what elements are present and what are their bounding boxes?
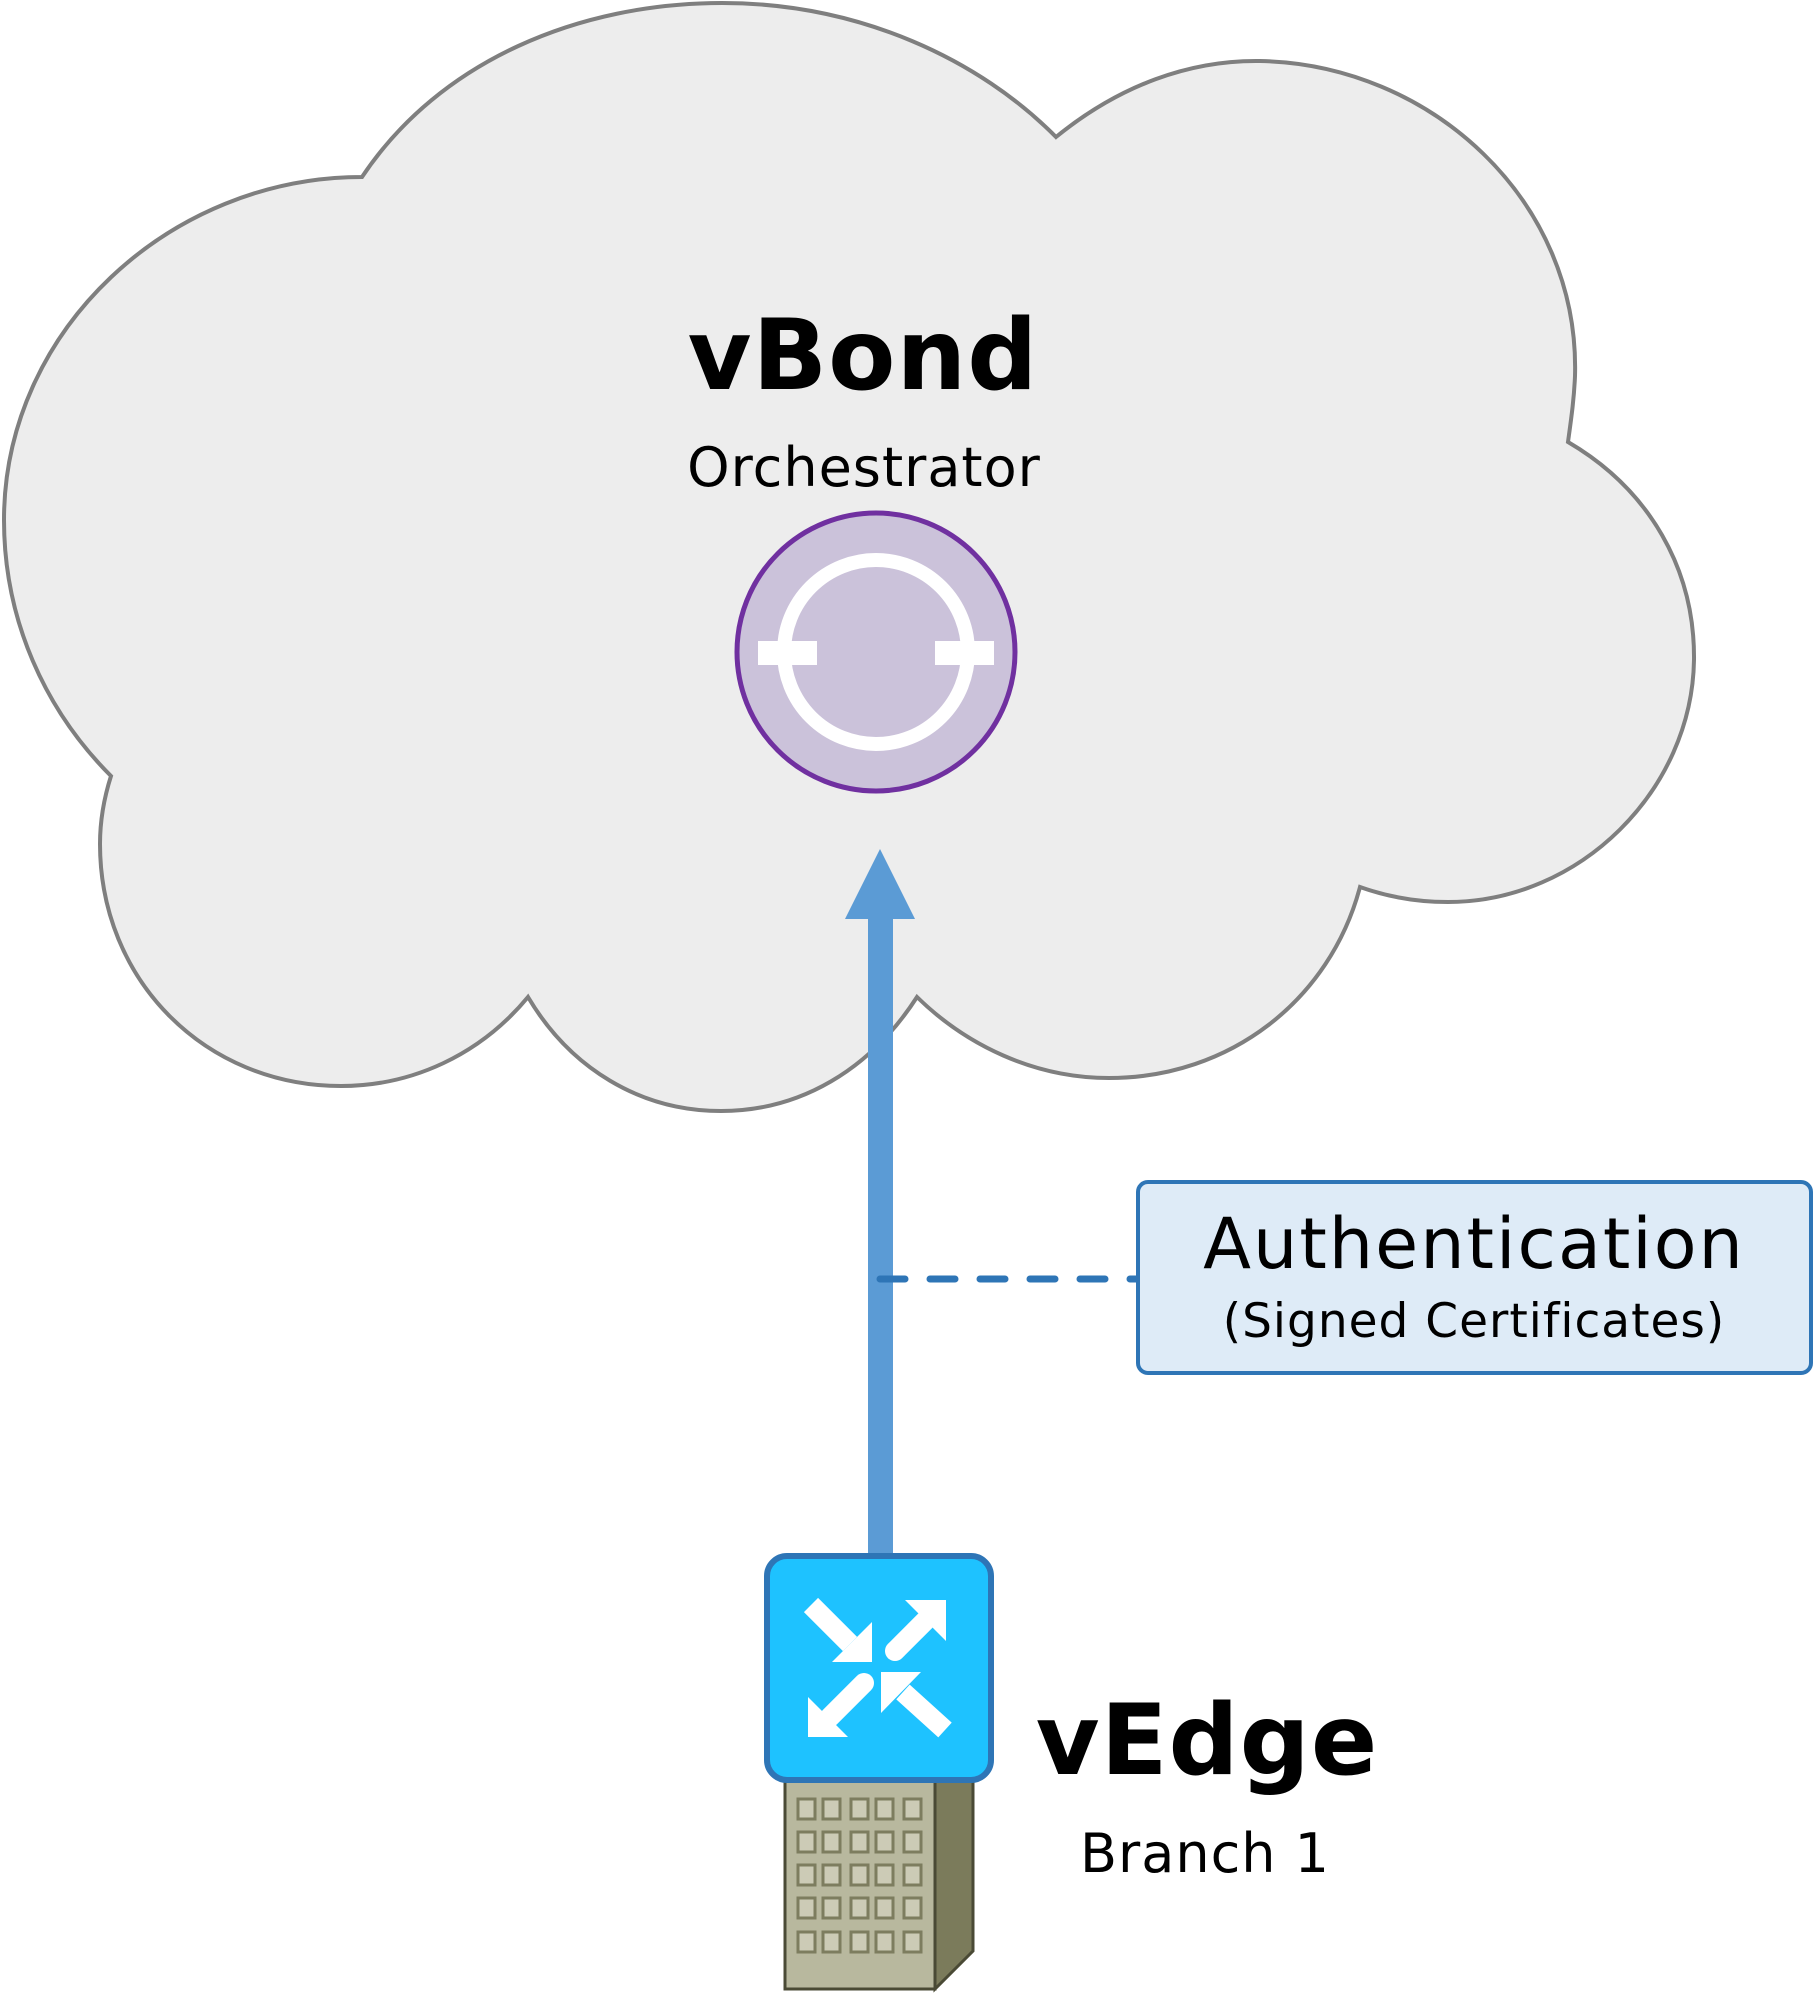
building-window <box>874 1797 895 1821</box>
building-window <box>874 1830 895 1854</box>
building-window <box>874 1896 895 1920</box>
building-window <box>796 1896 817 1920</box>
building-icon <box>783 1778 975 1993</box>
building-window <box>902 1830 923 1854</box>
connection-arrow <box>845 849 915 1557</box>
building-window <box>796 1797 817 1821</box>
callout-box <box>1136 1180 1813 1375</box>
callout-subtitle: (Signed Certificates) <box>1223 1294 1726 1349</box>
building-window <box>874 1930 895 1954</box>
building-window <box>821 1930 842 1954</box>
building-window <box>902 1896 923 1920</box>
vedge-title: vEdge <box>1036 1684 1379 1798</box>
arrow-up-icon <box>845 849 915 919</box>
building-window <box>796 1930 817 1954</box>
building-window <box>821 1863 842 1887</box>
building-window <box>849 1830 870 1854</box>
arrow-shaft <box>868 917 893 1557</box>
building-window <box>849 1896 870 1920</box>
building-window <box>874 1863 895 1887</box>
building-window <box>821 1896 842 1920</box>
authentication-callout: Authentication (Signed Certificates) <box>1136 1180 1813 1375</box>
building-window <box>821 1797 842 1821</box>
building-window <box>849 1930 870 1954</box>
building-window <box>902 1930 923 1954</box>
building-window <box>902 1863 923 1887</box>
router-arrow-out-1 <box>885 1600 946 1661</box>
vedge-site-label: Branch 1 <box>1080 1822 1330 1885</box>
building-window <box>902 1797 923 1821</box>
callout-title: Authentication <box>1203 1203 1745 1285</box>
vbond-orchestrator-icon[interactable] <box>734 510 1018 794</box>
vbond-role-label: Orchestrator <box>687 436 1041 499</box>
router-arrow-in-2 <box>881 1672 952 1738</box>
building-window <box>821 1830 842 1854</box>
router-arrow-out-2 <box>808 1673 874 1737</box>
router-arrow-in-1 <box>803 1597 872 1662</box>
building-window <box>849 1863 870 1887</box>
building-window <box>796 1863 817 1887</box>
building-windows <box>796 1797 923 1954</box>
building-window <box>796 1830 817 1854</box>
building-window <box>849 1797 870 1821</box>
vbond-title: vBond <box>688 299 1039 413</box>
router-icon[interactable] <box>764 1553 994 1783</box>
